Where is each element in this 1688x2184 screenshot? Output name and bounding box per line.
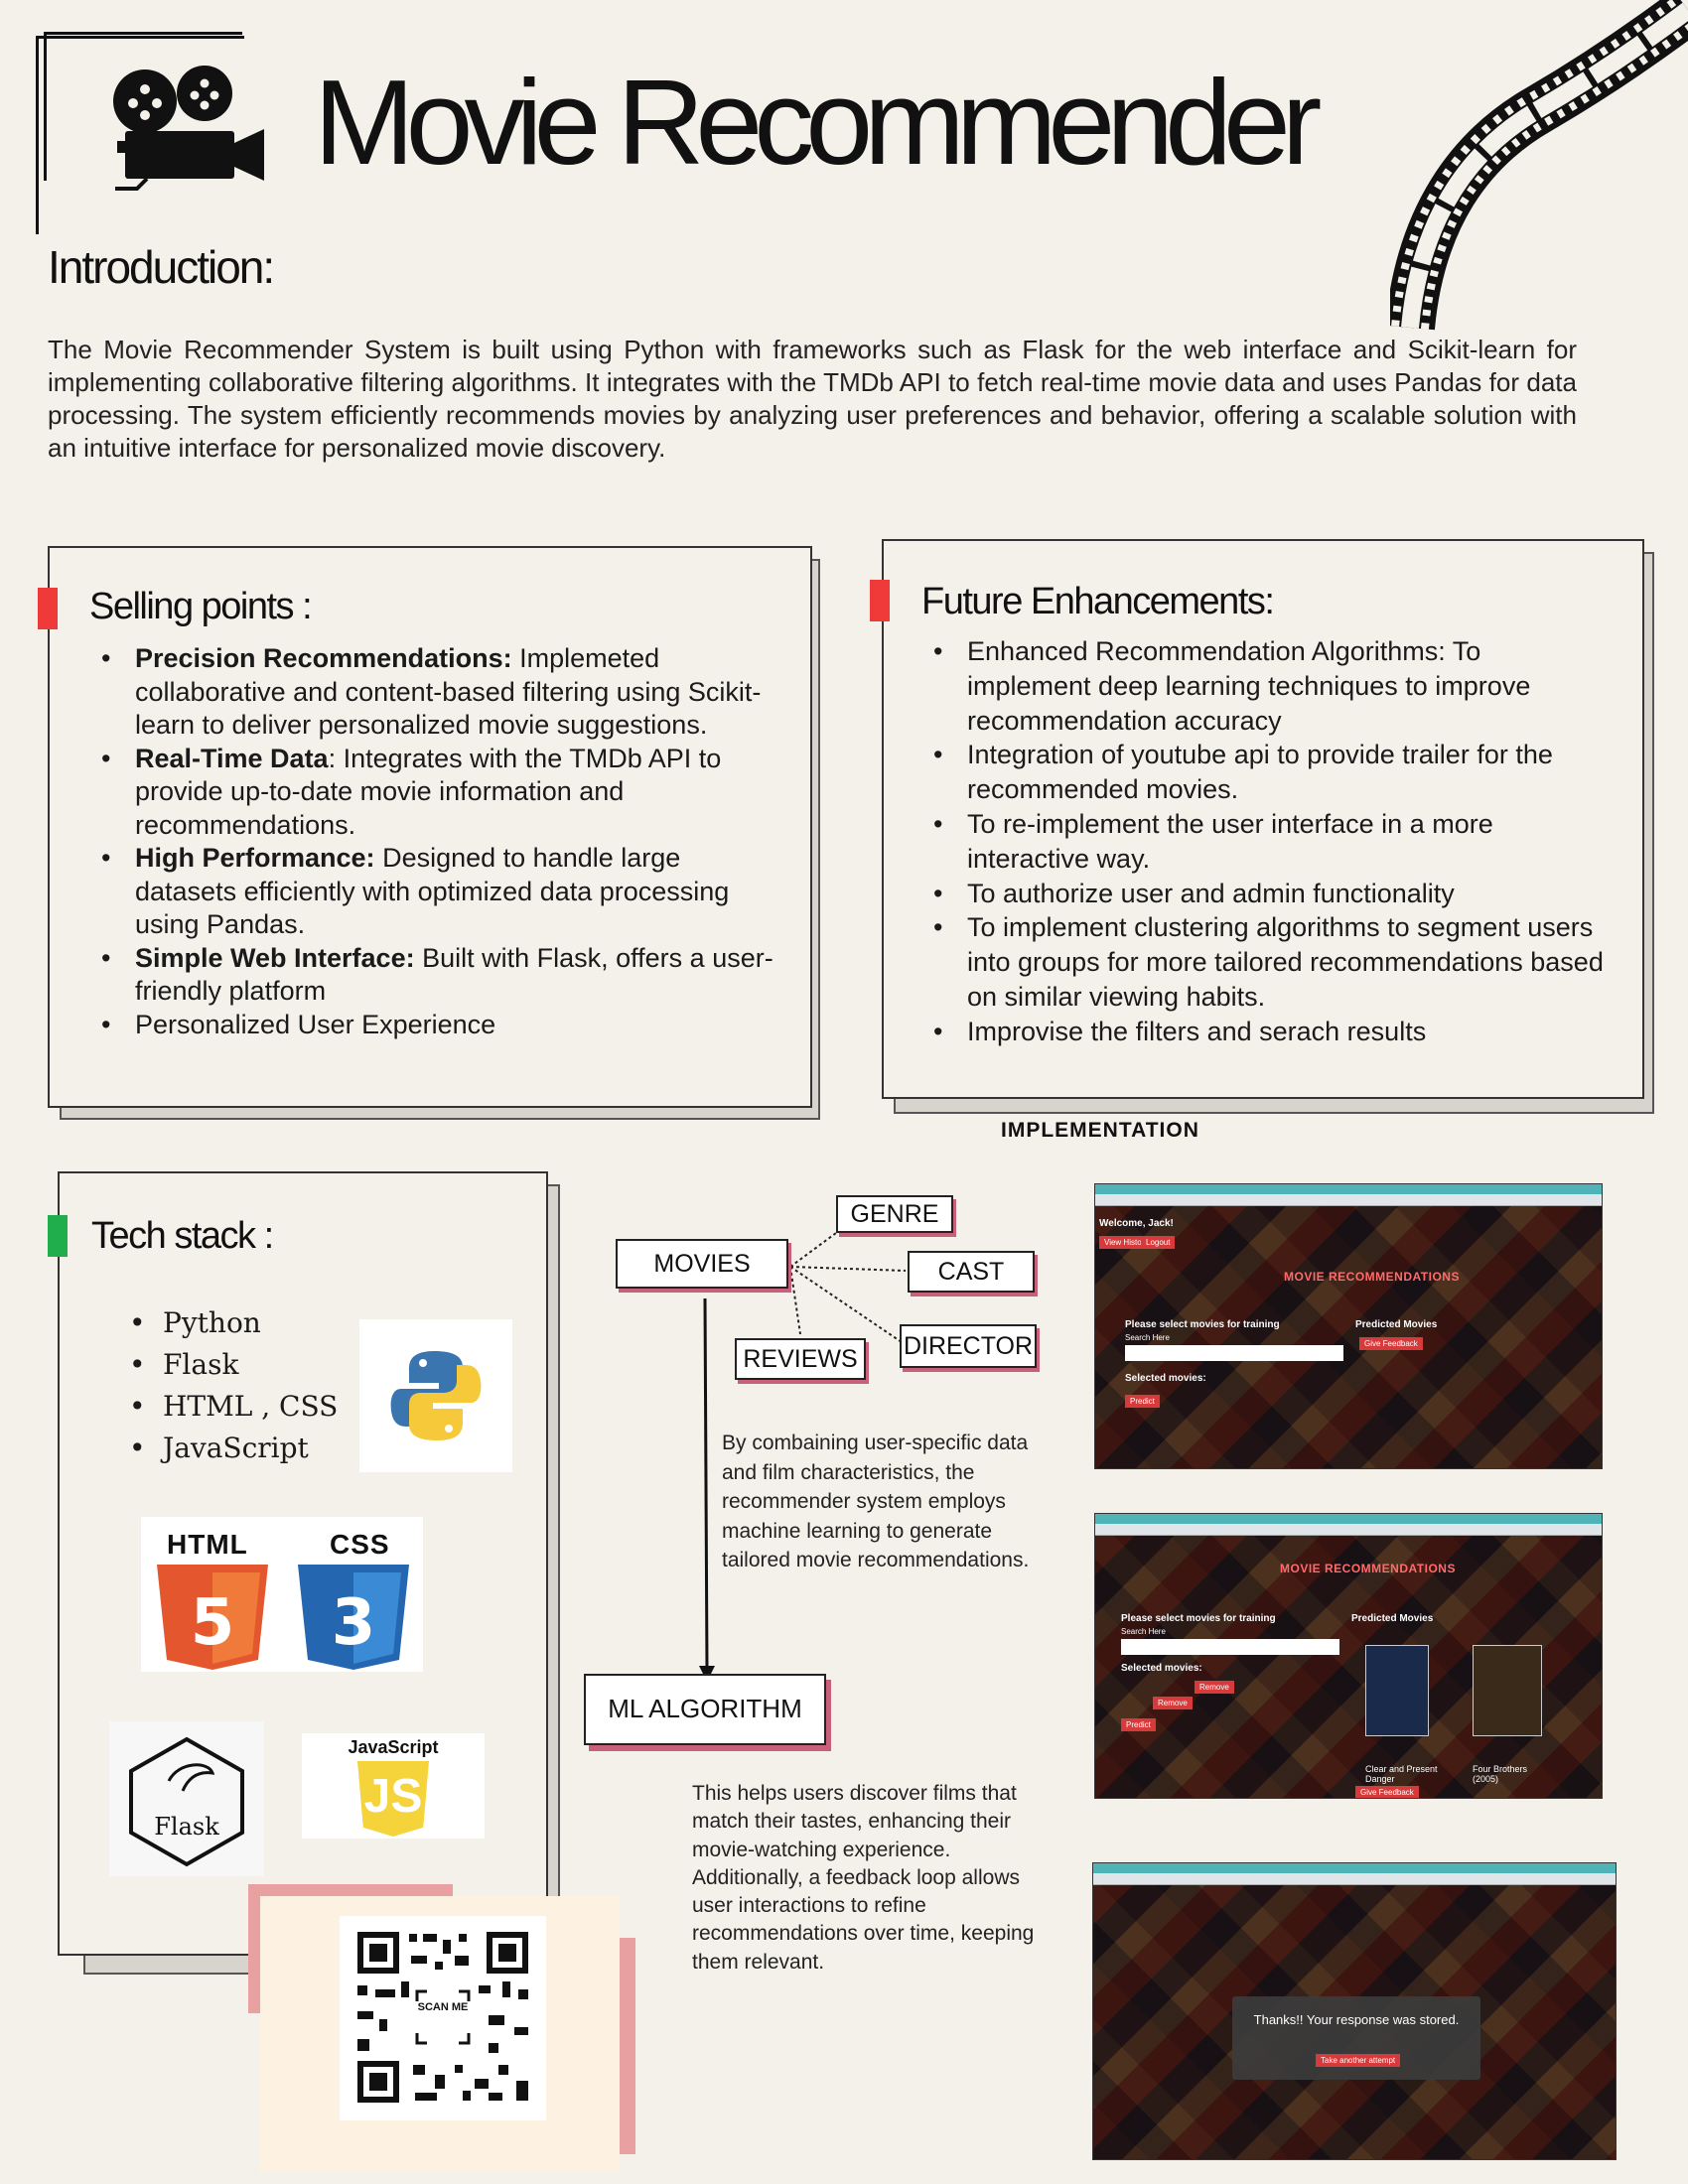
list-item: Python	[129, 1302, 357, 1344]
node-ml-algorithm: ML ALGORITHM	[584, 1674, 826, 1745]
css3-icon: 3	[298, 1565, 409, 1670]
future-heading: Future Enhancements:	[921, 581, 1275, 622]
take-another-attempt-button[interactable]: Take another attempt	[1316, 2054, 1401, 2067]
header-frame	[36, 36, 244, 234]
js-shield-icon	[357, 1761, 429, 1837]
screen-title: MOVIE RECOMMENDATIONS	[1280, 1562, 1456, 1575]
html-css-logo: HTML CSS 5 3	[141, 1517, 423, 1672]
list-item: Integration of youtube api to provide tr…	[933, 738, 1609, 807]
javascript-logo: JavaScript JS	[302, 1733, 485, 1839]
selling-points-card: Selling points : Precision Recommendatio…	[48, 546, 812, 1108]
list-item: Simple Web Interface: Built with Flask, …	[101, 942, 786, 1009]
future-list: Enhanced Recommendation Algorithms: To i…	[933, 634, 1609, 1049]
browser-tabbar	[1095, 1514, 1602, 1524]
selected-label: Selected movies:	[1121, 1663, 1202, 1674]
feedback-dialog: Thanks!! Your response was stored. Take …	[1232, 1996, 1480, 2080]
list-item: Precision Recommendations: Implemeted co…	[101, 642, 786, 743]
poster-background	[1095, 1206, 1602, 1468]
page-title: Movie Recommender	[314, 55, 1322, 190]
feedback-description: This helps users discover films that mat…	[692, 1782, 1035, 1974]
list-item: Real-Time Data: Integrates with the TMDb…	[101, 743, 786, 843]
html5-icon: 5	[157, 1565, 268, 1670]
list-item: JavaScript	[129, 1428, 357, 1469]
flask-logo: Flask	[109, 1721, 264, 1876]
qr-code: SCAN ME	[340, 1916, 546, 2120]
list-item: To implement clustering algorithms to se…	[933, 910, 1609, 1014]
selling-points-heading: Selling points :	[89, 586, 313, 627]
remove-button[interactable]: Remove	[1153, 1697, 1193, 1709]
feedback-message: Thanks!! Your response was stored.	[1253, 2012, 1460, 2027]
remove-button[interactable]: Remove	[1195, 1681, 1234, 1694]
scan-me-label: SCAN ME	[417, 2001, 469, 2013]
list-item: Flask	[129, 1344, 357, 1386]
movie-camera-icon	[113, 66, 264, 191]
node-cast: CAST	[908, 1251, 1035, 1293]
predict-button[interactable]: Predict	[1125, 1395, 1160, 1408]
svg-text:5: 5	[191, 1586, 235, 1660]
selling-points-list: Precision Recommendations: Implemeted co…	[101, 642, 786, 1041]
film-strip-icon	[1390, 0, 1688, 331]
green-marker	[48, 1215, 68, 1257]
predict-button[interactable]: Predict	[1121, 1718, 1156, 1731]
css-label: CSS	[330, 1529, 390, 1560]
movie-title: Clear and Present Danger	[1365, 1764, 1438, 1784]
browser-tabbar	[1095, 1184, 1602, 1194]
movie-poster	[1365, 1645, 1429, 1736]
selected-label: Selected movies:	[1125, 1373, 1206, 1384]
search-label: Search Here	[1125, 1333, 1170, 1342]
python-logo	[359, 1319, 512, 1472]
svg-text:3: 3	[332, 1586, 376, 1660]
tech-stack-list: Python Flask HTML , CSS JavaScript	[129, 1302, 357, 1469]
node-director: DIRECTOR	[900, 1324, 1037, 1368]
header-frame-inner	[44, 32, 242, 181]
select-label: Please select movies for training	[1125, 1319, 1280, 1330]
list-item: HTML , CSS	[129, 1386, 357, 1428]
screenshot-welcome: Welcome, Jack! View History Logout MOVIE…	[1094, 1183, 1603, 1469]
list-item: Improvise the filters and serach results	[933, 1015, 1609, 1049]
movie-title: Four Brothers (2005)	[1473, 1764, 1528, 1784]
select-label: Please select movies for training	[1121, 1613, 1276, 1624]
red-marker	[870, 580, 890, 621]
search-input[interactable]	[1121, 1639, 1339, 1655]
python-icon	[390, 1351, 482, 1440]
list-item: To authorize user and admin functionalit…	[933, 877, 1609, 911]
diagram-description: By combaining user-specific data and fil…	[722, 1432, 1030, 1571]
logout-button[interactable]: Logout	[1141, 1236, 1176, 1249]
predicted-label: Predicted Movies	[1355, 1319, 1438, 1330]
screen-title: MOVIE RECOMMENDATIONS	[1284, 1270, 1460, 1284]
tech-stack-heading: Tech stack :	[91, 1215, 274, 1257]
javascript-label: JavaScript	[348, 1737, 439, 1757]
dark-overlay	[1095, 1206, 1602, 1468]
view-history-button[interactable]: View History	[1099, 1236, 1154, 1249]
give-feedback-button[interactable]: Give Feedback	[1355, 1786, 1419, 1798]
node-reviews: REVIEWS	[735, 1338, 866, 1380]
html-label: HTML	[167, 1529, 248, 1560]
node-genre: GENRE	[836, 1195, 953, 1233]
predicted-label: Predicted Movies	[1351, 1613, 1434, 1624]
list-item: Personalized User Experience	[101, 1009, 786, 1042]
implementation-label: IMPLEMENTATION	[1001, 1119, 1199, 1142]
list-item: To re-implement the user interface in a …	[933, 807, 1609, 877]
node-movies: MOVIES	[616, 1239, 788, 1289]
list-item: Enhanced Recommendation Algorithms: To i…	[933, 634, 1609, 738]
browser-tabbar	[1093, 1863, 1616, 1873]
search-label: Search Here	[1121, 1627, 1166, 1636]
intro-text: The Movie Recommender System is built us…	[48, 335, 1577, 463]
flask-label: Flask	[154, 1813, 219, 1841]
screenshot-predictions: MOVIE RECOMMENDATIONS Please select movi…	[1094, 1513, 1603, 1799]
screenshot-feedback: Thanks!! Your response was stored. Take …	[1092, 1862, 1617, 2160]
flask-icon	[129, 1736, 244, 1867]
future-enhancements-card: Future Enhancements: Enhanced Recommenda…	[882, 539, 1644, 1099]
js-text: JS	[363, 1770, 423, 1823]
intro-heading: Introduction:	[48, 241, 275, 293]
movie-poster	[1473, 1645, 1542, 1736]
list-item: High Performance: Designed to handle lar…	[101, 842, 786, 942]
give-feedback-button[interactable]: Give Feedback	[1359, 1337, 1423, 1350]
red-marker	[38, 588, 58, 629]
welcome-text: Welcome, Jack!	[1099, 1218, 1174, 1229]
search-input[interactable]	[1125, 1345, 1343, 1361]
qr-code-icon	[357, 1932, 528, 2103]
